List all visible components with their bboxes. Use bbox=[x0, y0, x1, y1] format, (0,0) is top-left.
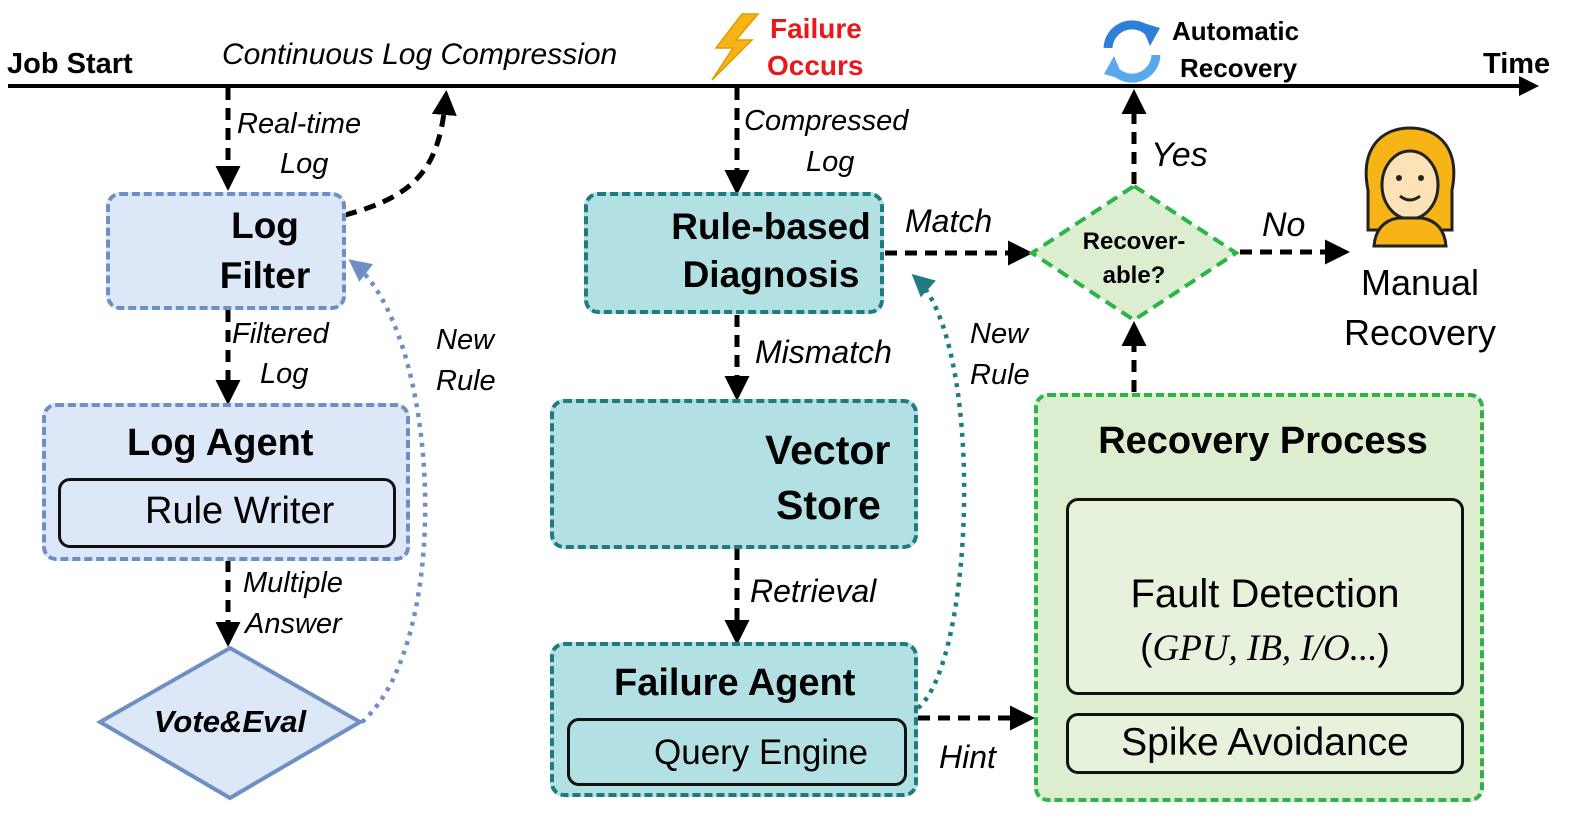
vote-eval-diamond bbox=[95, 645, 365, 801]
time-label: Time bbox=[1483, 48, 1551, 80]
recoverable-label-1: Recover- bbox=[1082, 228, 1186, 255]
new-rule-left-label-2: Rule bbox=[436, 365, 496, 397]
retrieval-label: Retrieval bbox=[750, 573, 877, 609]
rule-writer-box bbox=[58, 478, 396, 548]
failure-occurs-label-2: Occurs bbox=[767, 50, 864, 81]
rule-based-diagnosis-box bbox=[584, 192, 884, 314]
multiple-answer-label-1: Multiple bbox=[243, 567, 343, 599]
automatic-recovery-label-1: Automatic bbox=[1172, 16, 1300, 46]
hint-label: Hint bbox=[939, 739, 996, 775]
arrow-compression bbox=[344, 90, 457, 218]
match-label: Match bbox=[905, 203, 993, 239]
vote-eval-label: Vote&Eval bbox=[153, 704, 307, 739]
manual-recovery-label-2: Recovery bbox=[1343, 312, 1497, 353]
yes-label: Yes bbox=[1151, 136, 1208, 174]
fault-detection-box bbox=[1066, 498, 1464, 695]
log-filter-title-2: Filter bbox=[219, 255, 311, 296]
log-filter-box bbox=[106, 192, 346, 310]
fault-paren-open: ( bbox=[1140, 627, 1153, 668]
compressed-log-label-2: Log bbox=[806, 146, 855, 178]
lightning-icon bbox=[711, 13, 760, 81]
recoverable-label-2: able? bbox=[1102, 262, 1166, 289]
vector-store-box bbox=[550, 399, 918, 549]
multiple-answer-label-2: Answer bbox=[245, 608, 342, 640]
realtime-log-label-1: Real-time bbox=[237, 108, 362, 140]
spike-avoidance-box bbox=[1066, 713, 1464, 774]
automatic-recovery-label-2: Recovery bbox=[1180, 53, 1298, 83]
vector-store-title-1: Vector bbox=[765, 427, 891, 473]
job-start-label: Job Start bbox=[7, 48, 133, 80]
compressed-log-label-1: Compressed bbox=[744, 105, 909, 137]
realtime-log-label-2: Log bbox=[280, 148, 329, 180]
vector-store-title-2: Store bbox=[776, 482, 881, 528]
fault-detection-items: (GPU, IB, I/O...) bbox=[1066, 627, 1464, 670]
recoverable-diamond bbox=[1028, 183, 1240, 323]
manual-recovery-label-1: Manual bbox=[1360, 262, 1480, 303]
rule-writer-label: Rule Writer bbox=[145, 490, 335, 532]
new-rule-middle-label-2: Rule bbox=[970, 359, 1030, 391]
filtered-log-label-2: Log bbox=[260, 358, 309, 390]
fault-detection-title: Fault Detection bbox=[1130, 572, 1400, 616]
person-icon bbox=[1364, 126, 1456, 248]
filtered-log-label-1: Filtered bbox=[232, 318, 329, 350]
query-engine-box bbox=[567, 718, 907, 786]
new-rule-left-label-1: New bbox=[436, 324, 495, 356]
log-filter-title-1: Log bbox=[231, 205, 299, 246]
recovery-cycle-icon bbox=[1103, 20, 1161, 83]
no-label: No bbox=[1262, 206, 1306, 244]
rule-based-diagnosis-title-2: Diagnosis bbox=[682, 254, 860, 295]
failure-agent-title: Failure Agent bbox=[614, 662, 856, 704]
query-engine-label: Query Engine bbox=[654, 733, 869, 772]
fault-items-text: GPU, IB, I/O... bbox=[1152, 628, 1378, 669]
continuous-log-compression-label: Continuous Log Compression bbox=[222, 38, 618, 71]
log-agent-title: Log Agent bbox=[127, 422, 314, 464]
spike-avoidance-label: Spike Avoidance bbox=[1121, 721, 1409, 764]
failure-occurs-label-1: Failure bbox=[770, 13, 862, 44]
arrow-new-rule-middle bbox=[911, 273, 967, 710]
new-rule-middle-label-1: New bbox=[970, 318, 1029, 350]
recovery-process-title: Recovery Process bbox=[1098, 420, 1428, 462]
rule-based-diagnosis-title-1: Rule-based bbox=[671, 206, 871, 247]
fault-paren-close: ) bbox=[1377, 627, 1390, 668]
mismatch-label: Mismatch bbox=[755, 334, 892, 370]
